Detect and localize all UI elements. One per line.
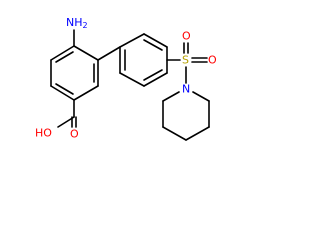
bond: [73, 45, 99, 61]
amine-label: NH2: [66, 16, 88, 30]
bond: [162, 91, 180, 102]
bond: [50, 45, 75, 61]
bond: [192, 91, 210, 102]
molecule-structure: NH2 HO O S O O N: [35, 16, 217, 141]
sulfonyl-oxygen-right-label: O: [208, 54, 217, 67]
bond: [73, 85, 99, 101]
piperidine-nitrogen-label: N: [182, 83, 190, 96]
bond: [185, 126, 210, 141]
sulfonyl-oxygen-top-label: O: [182, 30, 191, 43]
bond: [143, 72, 168, 87]
bond: [143, 39, 163, 51]
bond: [55, 83, 74, 95]
carbonyl-oxygen-label: O: [70, 128, 79, 141]
hydroxyl-label: HO: [35, 127, 52, 140]
bond: [55, 51, 74, 63]
atom-labels: NH2 HO O S O O N: [35, 16, 217, 141]
bond: [50, 85, 75, 101]
bond: [119, 72, 145, 87]
bond: [97, 46, 121, 61]
sulfur-label: S: [182, 54, 189, 67]
bond: [143, 33, 168, 48]
bond: [162, 126, 187, 141]
bond: [143, 69, 163, 81]
bonds: [50, 29, 210, 141]
bond: [119, 33, 145, 48]
